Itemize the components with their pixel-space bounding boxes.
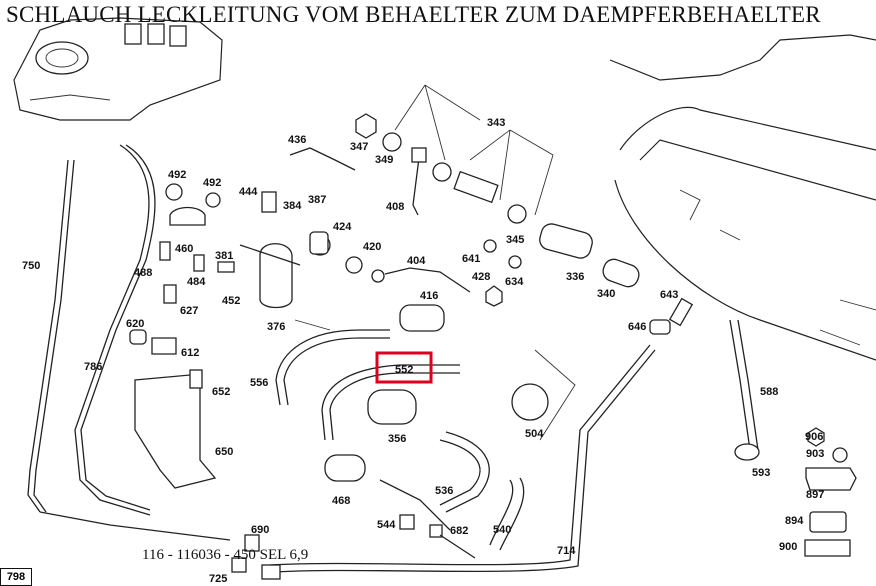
part-label[interactable]: 894 <box>785 515 804 527</box>
part-label[interactable]: 906 <box>805 431 823 443</box>
part-label[interactable]: 714 <box>557 545 576 557</box>
part-label[interactable]: 750 <box>22 260 40 272</box>
part-label[interactable]: 387 <box>308 194 326 206</box>
part-label[interactable]: 424 <box>333 221 352 233</box>
part-label[interactable]: 556 <box>250 377 268 389</box>
part-label[interactable]: 588 <box>760 386 778 398</box>
part-label[interactable]: 428 <box>472 271 490 283</box>
part-labels: 343 347 349 408 436 492 492 444 384 387 … <box>22 117 824 585</box>
part-label[interactable]: 643 <box>660 289 678 301</box>
fuel-tank-drawing <box>609 34 876 361</box>
part-label[interactable]: 336 <box>566 271 584 283</box>
part-label[interactable]: 544 <box>377 519 396 531</box>
part-label[interactable]: 650 <box>215 446 233 458</box>
part-label[interactable]: 627 <box>180 305 198 317</box>
part-label[interactable]: 416 <box>420 290 438 302</box>
part-label[interactable]: 404 <box>407 255 426 267</box>
part-label[interactable]: 620 <box>126 318 144 330</box>
part-label[interactable]: 347 <box>350 141 368 153</box>
part-label[interactable]: 641 <box>462 253 480 265</box>
part-label[interactable]: 345 <box>506 234 524 246</box>
part-label[interactable]: 376 <box>267 321 285 333</box>
page-number: 798 <box>0 568 32 586</box>
highlight-box <box>375 351 433 384</box>
part-label[interactable]: 356 <box>388 433 406 445</box>
part-label[interactable]: 460 <box>175 243 193 255</box>
part-label[interactable]: 504 <box>525 428 544 440</box>
part-label[interactable]: 634 <box>505 276 524 288</box>
component-shapes <box>129 113 857 580</box>
part-label[interactable]: 436 <box>288 134 306 146</box>
part-label[interactable]: 384 <box>283 200 302 212</box>
part-label[interactable]: 593 <box>752 467 770 479</box>
part-label[interactable]: 349 <box>375 154 393 166</box>
part-label[interactable]: 652 <box>212 386 230 398</box>
part-label[interactable]: 420 <box>363 241 381 253</box>
part-label[interactable]: 492 <box>168 169 186 181</box>
part-label[interactable]: 903 <box>806 448 824 460</box>
part-label[interactable]: 343 <box>487 117 505 129</box>
model-footer: 116 - 116036 - 450 SEL 6,9 <box>142 547 309 563</box>
part-label[interactable]: 900 <box>779 541 797 553</box>
part-label[interactable]: 682 <box>450 525 468 537</box>
diagram-title: SCHLAUCH LECKLEITUNG VOM BEHAELTER ZUM D… <box>6 2 821 27</box>
part-label[interactable]: 381 <box>215 250 233 262</box>
engine-block-drawing <box>13 17 223 121</box>
part-label[interactable]: 536 <box>435 485 453 497</box>
part-label[interactable]: 897 <box>806 489 824 501</box>
part-label[interactable]: 468 <box>332 495 350 507</box>
part-label[interactable]: 690 <box>251 524 269 536</box>
part-label[interactable]: 484 <box>187 276 206 288</box>
part-label[interactable]: 552 <box>395 364 413 376</box>
part-label[interactable]: 340 <box>597 288 615 300</box>
part-label[interactable]: 540 <box>493 524 511 536</box>
part-label[interactable]: 444 <box>239 186 258 198</box>
part-label[interactable]: 786 <box>84 361 102 373</box>
part-label[interactable]: 452 <box>222 295 240 307</box>
part-label[interactable]: 408 <box>386 201 404 213</box>
leader-lines <box>294 84 576 441</box>
part-label[interactable]: 492 <box>203 177 221 189</box>
part-label[interactable]: 612 <box>181 347 199 359</box>
part-label[interactable]: 488 <box>134 267 152 279</box>
part-label[interactable]: 725 <box>209 573 227 585</box>
fuel-lines <box>27 144 656 573</box>
part-label[interactable]: 646 <box>628 321 646 333</box>
